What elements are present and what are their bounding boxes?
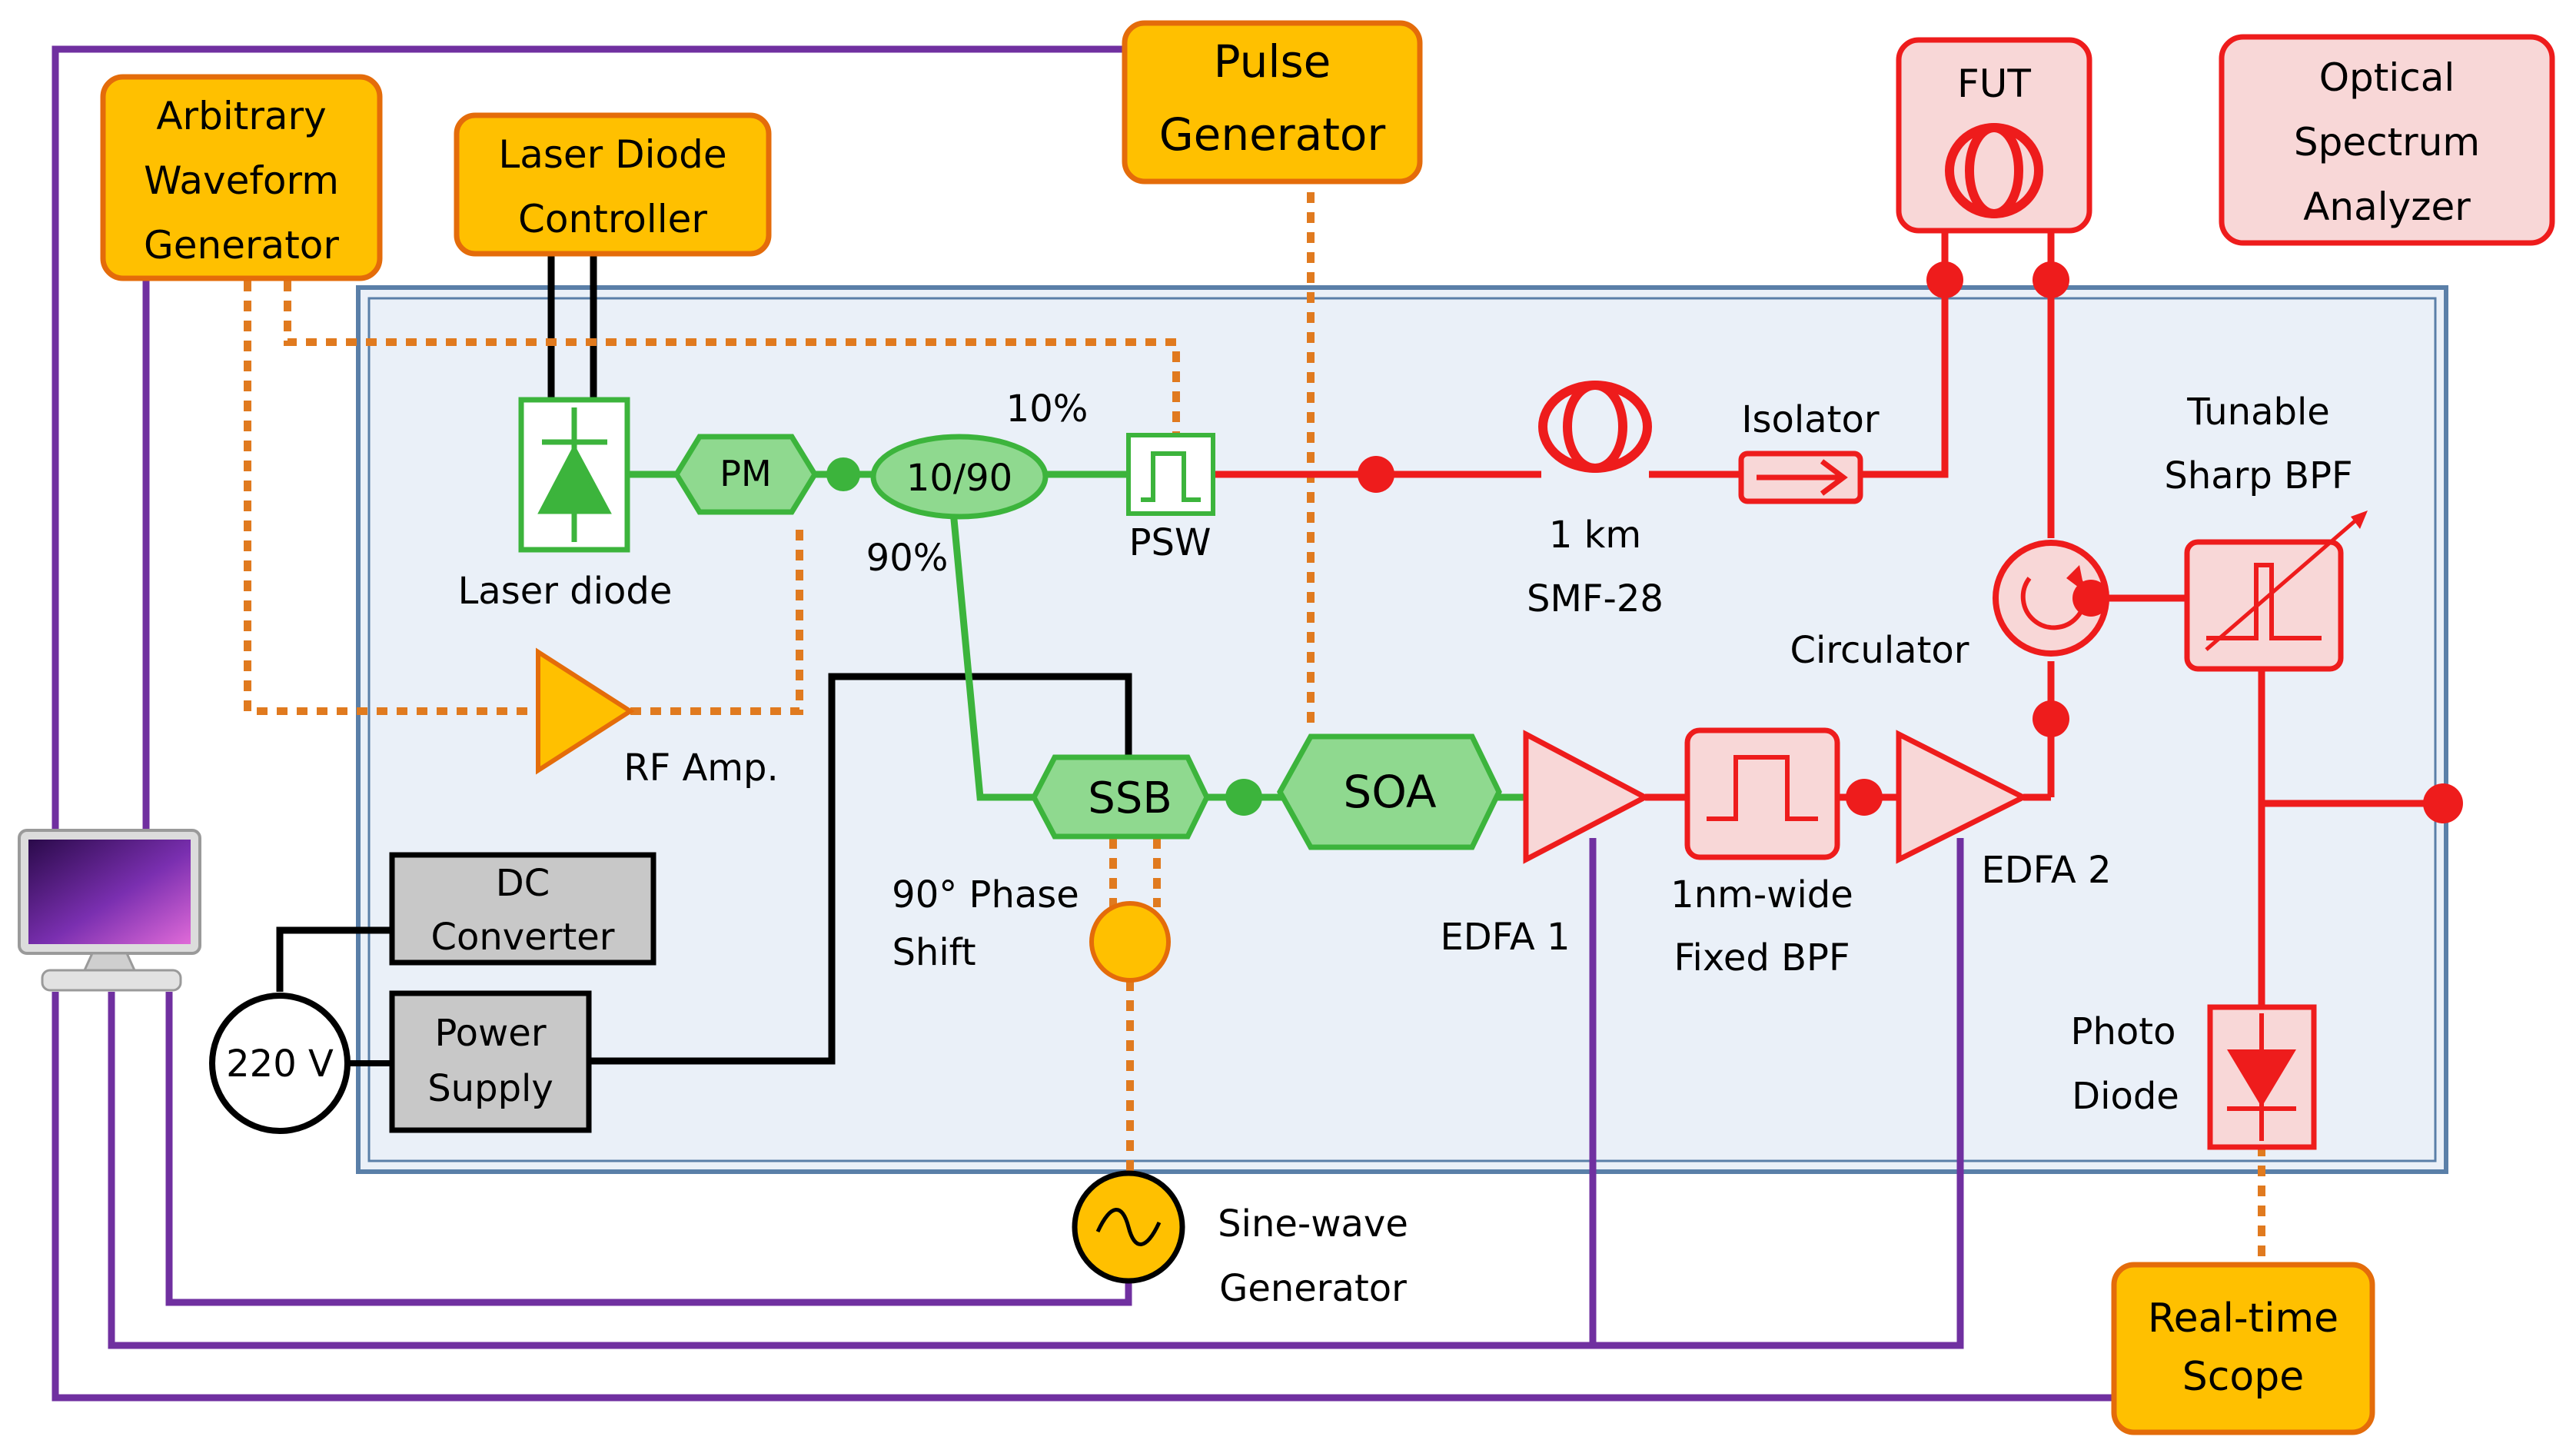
splice-point (2033, 700, 2069, 737)
circulator-label: Circulator (1790, 629, 1969, 672)
svg-text:DC: DC (496, 862, 550, 905)
splice-point (1926, 261, 1963, 298)
control-cables (52, 45, 2122, 1402)
edfa2-label: EDFA 2 (1981, 849, 2111, 892)
edfa-2 (1896, 730, 2029, 864)
soa: SOA (1276, 733, 1502, 850)
svg-text:SOA: SOA (1343, 766, 1436, 818)
svg-text:Arbitrary: Arbitrary (156, 94, 326, 138)
svg-text:Power: Power (434, 1012, 546, 1055)
real-time-scope: Real-time Scope (2111, 1262, 2375, 1435)
optical-spectrum-analyzer: Optical Spectrum Analyzer (2219, 34, 2555, 246)
switch-pulse-icon (1126, 433, 1215, 516)
fixed-bpf-label-1: 1nm-wide (1670, 873, 1853, 916)
ssb-modulator: SSB (1031, 754, 1210, 840)
fiber-type-label: SMF-28 (1527, 577, 1664, 620)
ninety-percent-label: 90% (866, 537, 949, 580)
svg-text:Generator: Generator (1159, 108, 1386, 161)
svg-text:Optical: Optical (2319, 55, 2455, 100)
laser-diode-label: Laser diode (458, 570, 673, 613)
bandpass-icon (1684, 727, 1840, 860)
splice-point (1358, 456, 1394, 493)
fiber-under-test: FUT (1896, 37, 2092, 234)
svg-text:PM: PM (720, 453, 771, 494)
tunable-sharp-bpf (2184, 510, 2368, 672)
laser-diode-controller: Laser Diode Controller (454, 112, 772, 257)
svg-text:FUT: FUT (1957, 62, 2031, 106)
dc-converter: DC Converter (389, 852, 656, 966)
fiber-spool-icon (1945, 123, 2043, 218)
svg-text:Pulse: Pulse (1214, 35, 1331, 88)
svg-text:10/90: 10/90 (906, 457, 1012, 500)
photodiode-icon (2207, 1004, 2317, 1150)
phase-shift-label-1: 90° Phase (892, 873, 1079, 916)
isolator-label: Isolator (1741, 398, 1879, 441)
svg-text:Scope: Scope (2182, 1354, 2304, 1400)
arbitrary-waveform-generator: Arbitrary Waveform Generator (100, 74, 383, 281)
phase-shift-label-2: Shift (892, 931, 976, 974)
splice-point (826, 457, 860, 491)
svg-text:Converter: Converter (430, 916, 614, 959)
svg-text:Supply: Supply (427, 1067, 553, 1110)
svg-text:220 V: 220 V (226, 1043, 334, 1086)
tunable-bpf-label-2: Sharp BPF (2164, 454, 2352, 497)
tunable-bpf-label-1: Tunable (2186, 391, 2330, 434)
smf-spool-icon (1538, 381, 1652, 473)
electrical-cables (276, 254, 1132, 1065)
mains-220v: 220 V (209, 993, 392, 1134)
output-port (2423, 783, 2463, 823)
photodiode-label-2: Diode (2072, 1075, 2179, 1118)
sine-wave-icon (1072, 1170, 1185, 1284)
power-supply: Power Supply (389, 990, 592, 1133)
isolator (1738, 451, 1863, 504)
fiber-length-label: 1 km (1549, 514, 1641, 557)
pulse-generator: Pulse Generator (1122, 20, 1423, 185)
photodiode-label-1: Photo (2071, 1010, 2176, 1053)
phase-shifter (1089, 901, 1171, 983)
svg-text:Real-time: Real-time (2148, 1295, 2338, 1342)
sine-generator-label-1: Sine-wave (1218, 1202, 1408, 1245)
rf-signal-cables (244, 192, 2265, 1265)
svg-text:Analyzer: Analyzer (2303, 185, 2471, 229)
svg-text:Generator: Generator (144, 223, 339, 268)
svg-text:Waveform: Waveform (144, 158, 339, 203)
coupler-10-90: 10/90 (870, 434, 1049, 520)
fixed-bpf-label-2: Fixed BPF (1674, 936, 1850, 979)
laser-diode-icon (518, 397, 630, 553)
splice-point (2033, 261, 2069, 298)
splice-point (1846, 779, 1883, 816)
svg-text:Laser Diode: Laser Diode (498, 132, 726, 177)
optical-bench-panel-inner (367, 297, 2437, 1162)
edfa1-label: EDFA 1 (1440, 916, 1570, 959)
edfa-1 (1523, 730, 1651, 864)
psw-label: PSW (1129, 521, 1212, 564)
splice-point (2072, 580, 2109, 617)
ten-percent-label: 10% (1006, 387, 1089, 431)
monitor-icon (18, 829, 201, 992)
svg-text:Spectrum: Spectrum (2294, 120, 2480, 165)
svg-text:Controller: Controller (518, 197, 707, 241)
rf-amplifier (536, 647, 635, 775)
sine-generator-label-2: Generator (1219, 1267, 1407, 1310)
rf-amp-label: RF Amp. (623, 747, 779, 790)
splice-point (1225, 779, 1262, 816)
svg-text:SSB: SSB (1088, 773, 1172, 823)
green-optical-path (627, 471, 1526, 801)
phase-modulator: PM (673, 434, 819, 515)
